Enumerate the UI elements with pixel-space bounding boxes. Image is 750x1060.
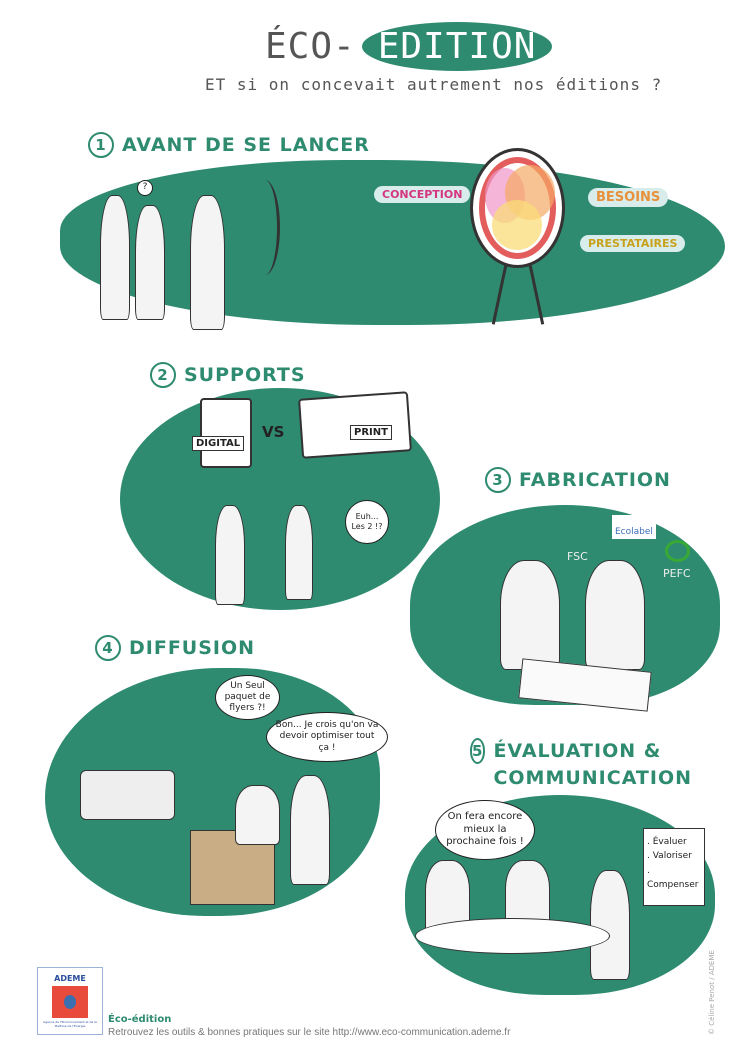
label-pefc: PEFC [663, 567, 691, 580]
section-number: 1 [88, 132, 114, 158]
poster-title: ÉCO- ÉDITION [265, 22, 553, 71]
section-number: 2 [150, 362, 176, 388]
meeting-table [415, 918, 610, 954]
person-figure [215, 505, 245, 605]
board-item: . Compenser [647, 865, 699, 891]
poster-subtitle: ET si on concevait autrement nos édition… [205, 75, 663, 94]
section-number: 3 [485, 467, 511, 493]
person-figure [585, 560, 645, 670]
target-circle-prestataires [492, 200, 542, 250]
title-prefix: ÉCO- [265, 26, 356, 67]
section-number: 4 [95, 635, 121, 661]
label-vs: VS [262, 423, 285, 441]
person-figure [100, 195, 130, 320]
section-2-title: 2 SUPPORTS [150, 362, 306, 388]
label-besoins: BESOINS [588, 188, 669, 207]
section-title-text: FABRICATION [519, 469, 671, 491]
board-item: . Valoriser [647, 851, 692, 862]
question-bubble: ? [137, 180, 153, 196]
person-figure [285, 505, 313, 600]
person-figure [290, 775, 330, 885]
section-title-text: AVANT DE SE LANCER [122, 134, 370, 156]
section-title-text: DIFFUSION [129, 637, 256, 659]
section-4-title: 4 DIFFUSION [95, 635, 255, 661]
bow [250, 180, 280, 275]
label-ecolabel: Ecolabel [612, 515, 656, 539]
title-highlight: ÉDITION [361, 22, 553, 71]
board-item: . Évaluer [647, 837, 687, 847]
logo-caption: Agence de l'Environnement et de la Maîtr… [43, 1020, 97, 1028]
person-figure [135, 205, 165, 320]
footer-title: Éco-édition [108, 1014, 172, 1025]
pefc-logo [665, 540, 690, 562]
logo-text: ADEME [54, 974, 86, 983]
person-figure [590, 870, 630, 980]
label-prestataires: PRESTATAIRES [580, 235, 686, 252]
section-1-title: 1 AVANT DE SE LANCER [88, 132, 370, 158]
logo-globe-icon [52, 986, 88, 1018]
speech-bubble: Euh... Les 2 !? [345, 500, 389, 544]
speech-bubble: Un Seul paquet de flyers ?! [215, 675, 280, 720]
speech-bubble: Bon... Je crois qu'on va devoir optimise… [266, 712, 388, 762]
section-number: 5 [470, 738, 486, 764]
section-title-text: ÉVALUATION & COMMUNICATION [493, 740, 693, 789]
label-digital: DIGITAL [192, 436, 245, 451]
section-title-text: SUPPORTS [184, 364, 306, 386]
credit: © Céline Penot / ADEME [708, 950, 716, 1035]
speech-bubble: On fera encore mieux la prochaine fois ! [435, 800, 535, 860]
person-figure [235, 785, 280, 845]
flipchart: . Évaluer . Valoriser . Compenser [643, 828, 705, 906]
label-print: PRINT [350, 425, 392, 440]
ademe-logo: ADEME Agence de l'Environnement et de la… [37, 967, 103, 1035]
section-3-title: 3 FABRICATION [485, 467, 671, 493]
digital-screen [200, 398, 252, 468]
delivery-van [80, 770, 175, 820]
section-5-title: 5 ÉVALUATION & COMMUNICATION [470, 738, 691, 791]
label-fsc: FSC [567, 550, 588, 563]
archer-figure [190, 195, 225, 330]
person-figure [500, 560, 560, 670]
footer-link-text[interactable]: Retrouvez les outils & bonnes pratiques … [108, 1027, 511, 1038]
label-conception: CONCEPTION [374, 186, 471, 203]
